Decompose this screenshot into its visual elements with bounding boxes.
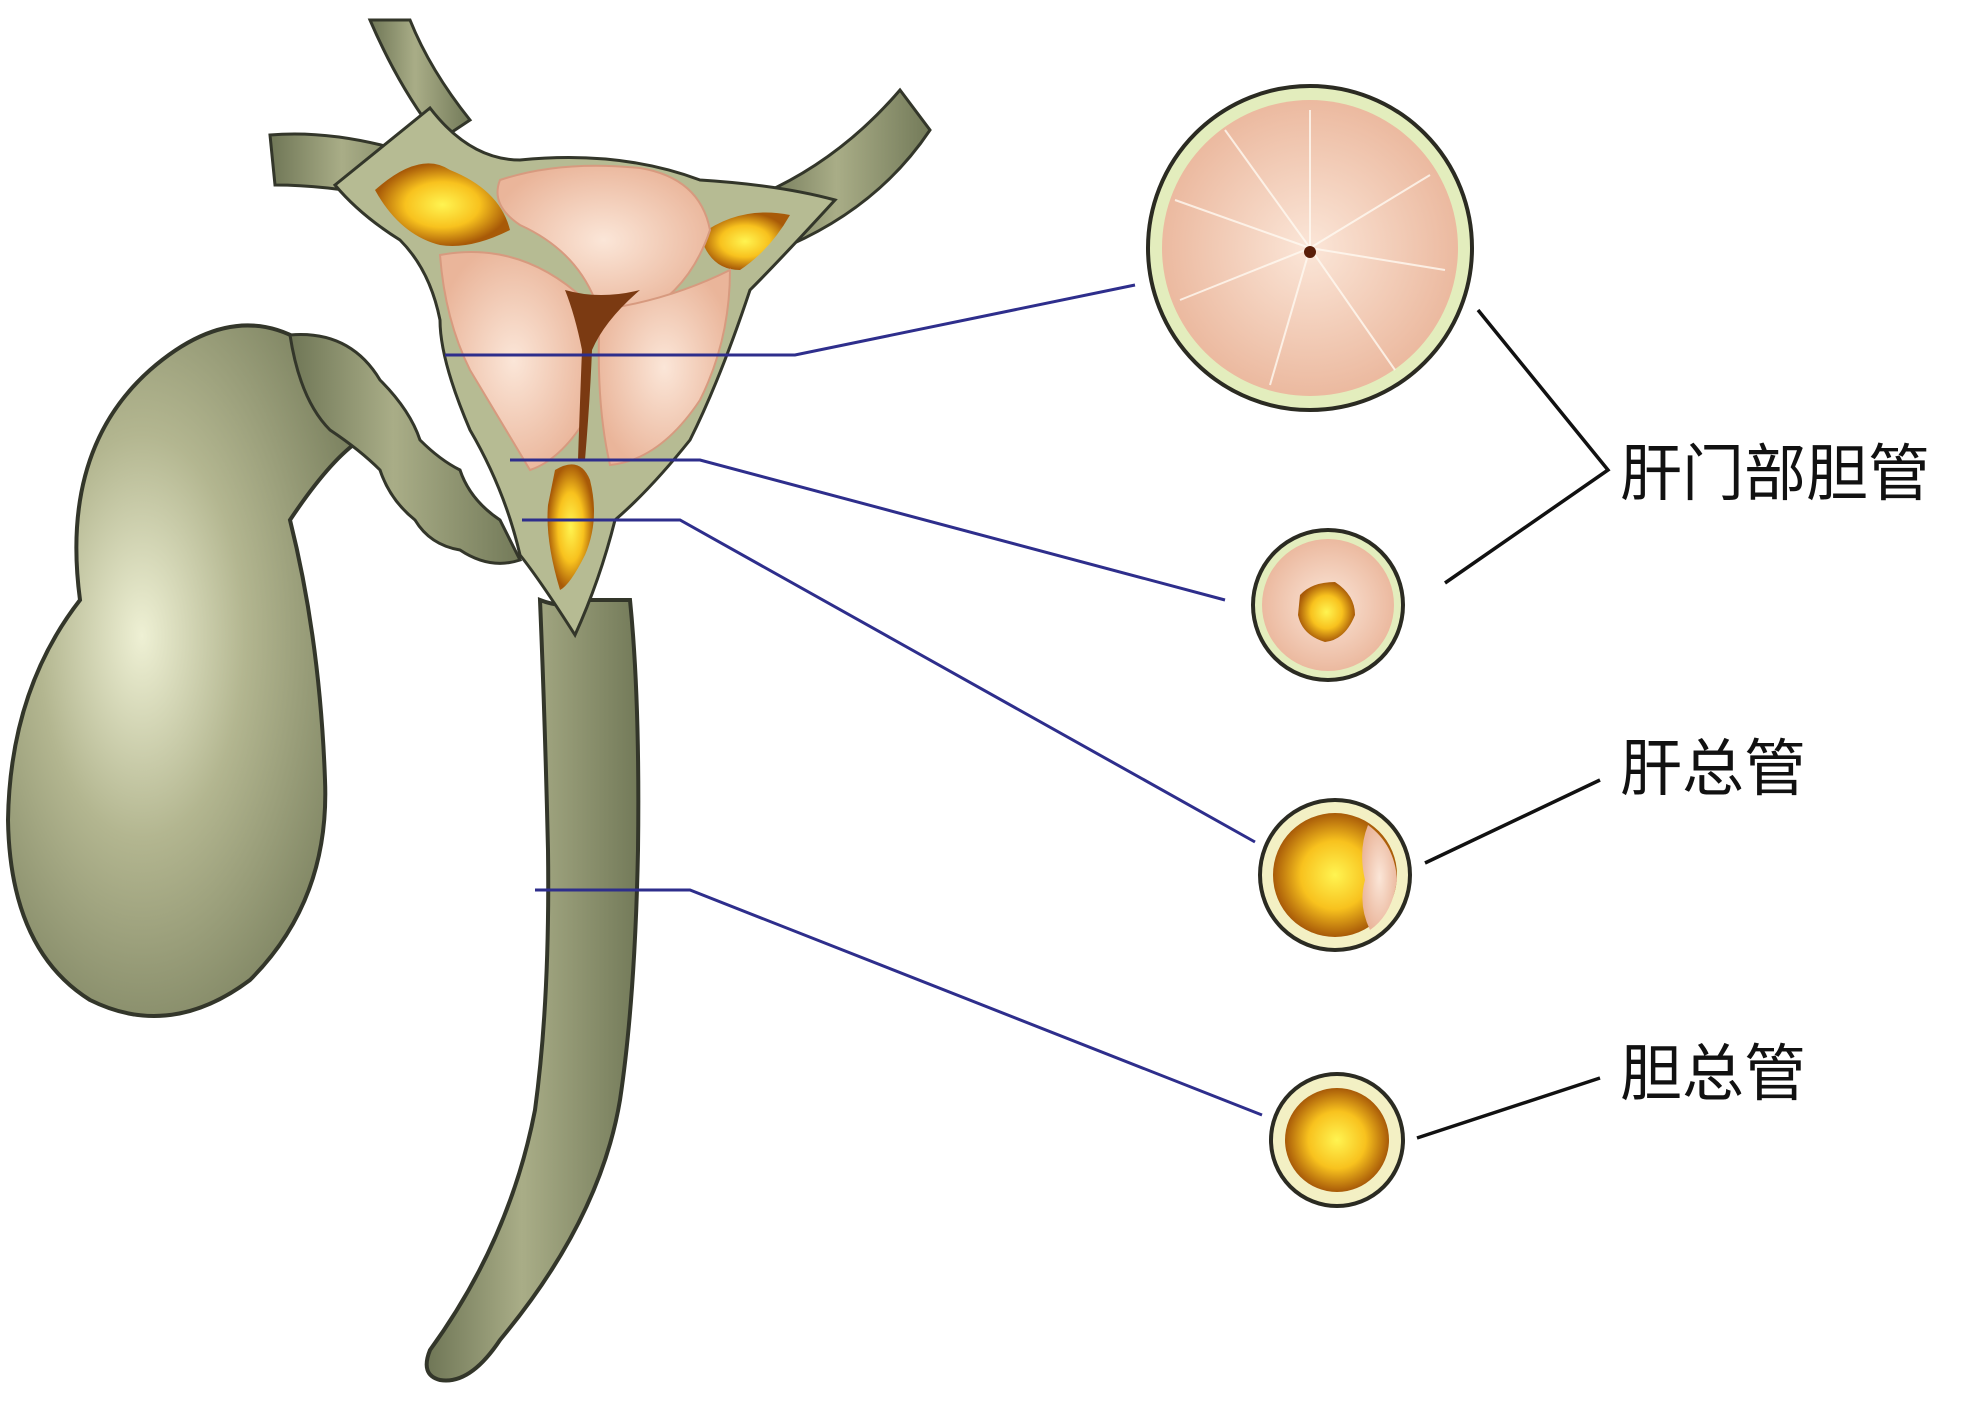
label-common-hepatic-duct: 肝总管 <box>1620 732 1806 805</box>
label-pointers <box>1416 308 1611 1140</box>
hilar-mucosa-right <box>597 268 732 467</box>
common-bile-duct-tube <box>424 596 641 1383</box>
leader-common-hepatic <box>522 518 1256 844</box>
hepatic-duct-bile <box>547 464 594 590</box>
cross-section-hilar-large <box>1146 84 1474 412</box>
hilar-bile-left <box>375 163 510 246</box>
pointer-hilar-duct <box>1444 308 1611 585</box>
cross-section-hilar-small <box>1251 528 1405 682</box>
pointer-common-bile <box>1416 1076 1601 1140</box>
hilar-mucosa-left <box>438 251 589 472</box>
label-common-bile-duct: 胆总管 <box>1620 1037 1806 1110</box>
leader-common-bile <box>535 888 1263 1117</box>
leader-hilar-small <box>510 458 1226 602</box>
cross-section-leaders <box>445 283 1263 1117</box>
biliary-tree-illustration <box>5 18 932 1383</box>
leader-hilar-large <box>445 283 1136 357</box>
hilar-lumen-channel <box>565 290 640 460</box>
gallbladder <box>5 323 363 1018</box>
cystic-duct <box>288 333 523 565</box>
label-hilar-duct: 肝门部胆管 <box>1620 437 1930 510</box>
pointer-common-hepatic <box>1424 778 1601 865</box>
cross-section-common-hepatic <box>1258 798 1412 952</box>
cross-section-common-bile <box>1269 1072 1405 1208</box>
hilar-bile-right <box>700 212 790 270</box>
upper-duct-branch <box>367 18 473 143</box>
